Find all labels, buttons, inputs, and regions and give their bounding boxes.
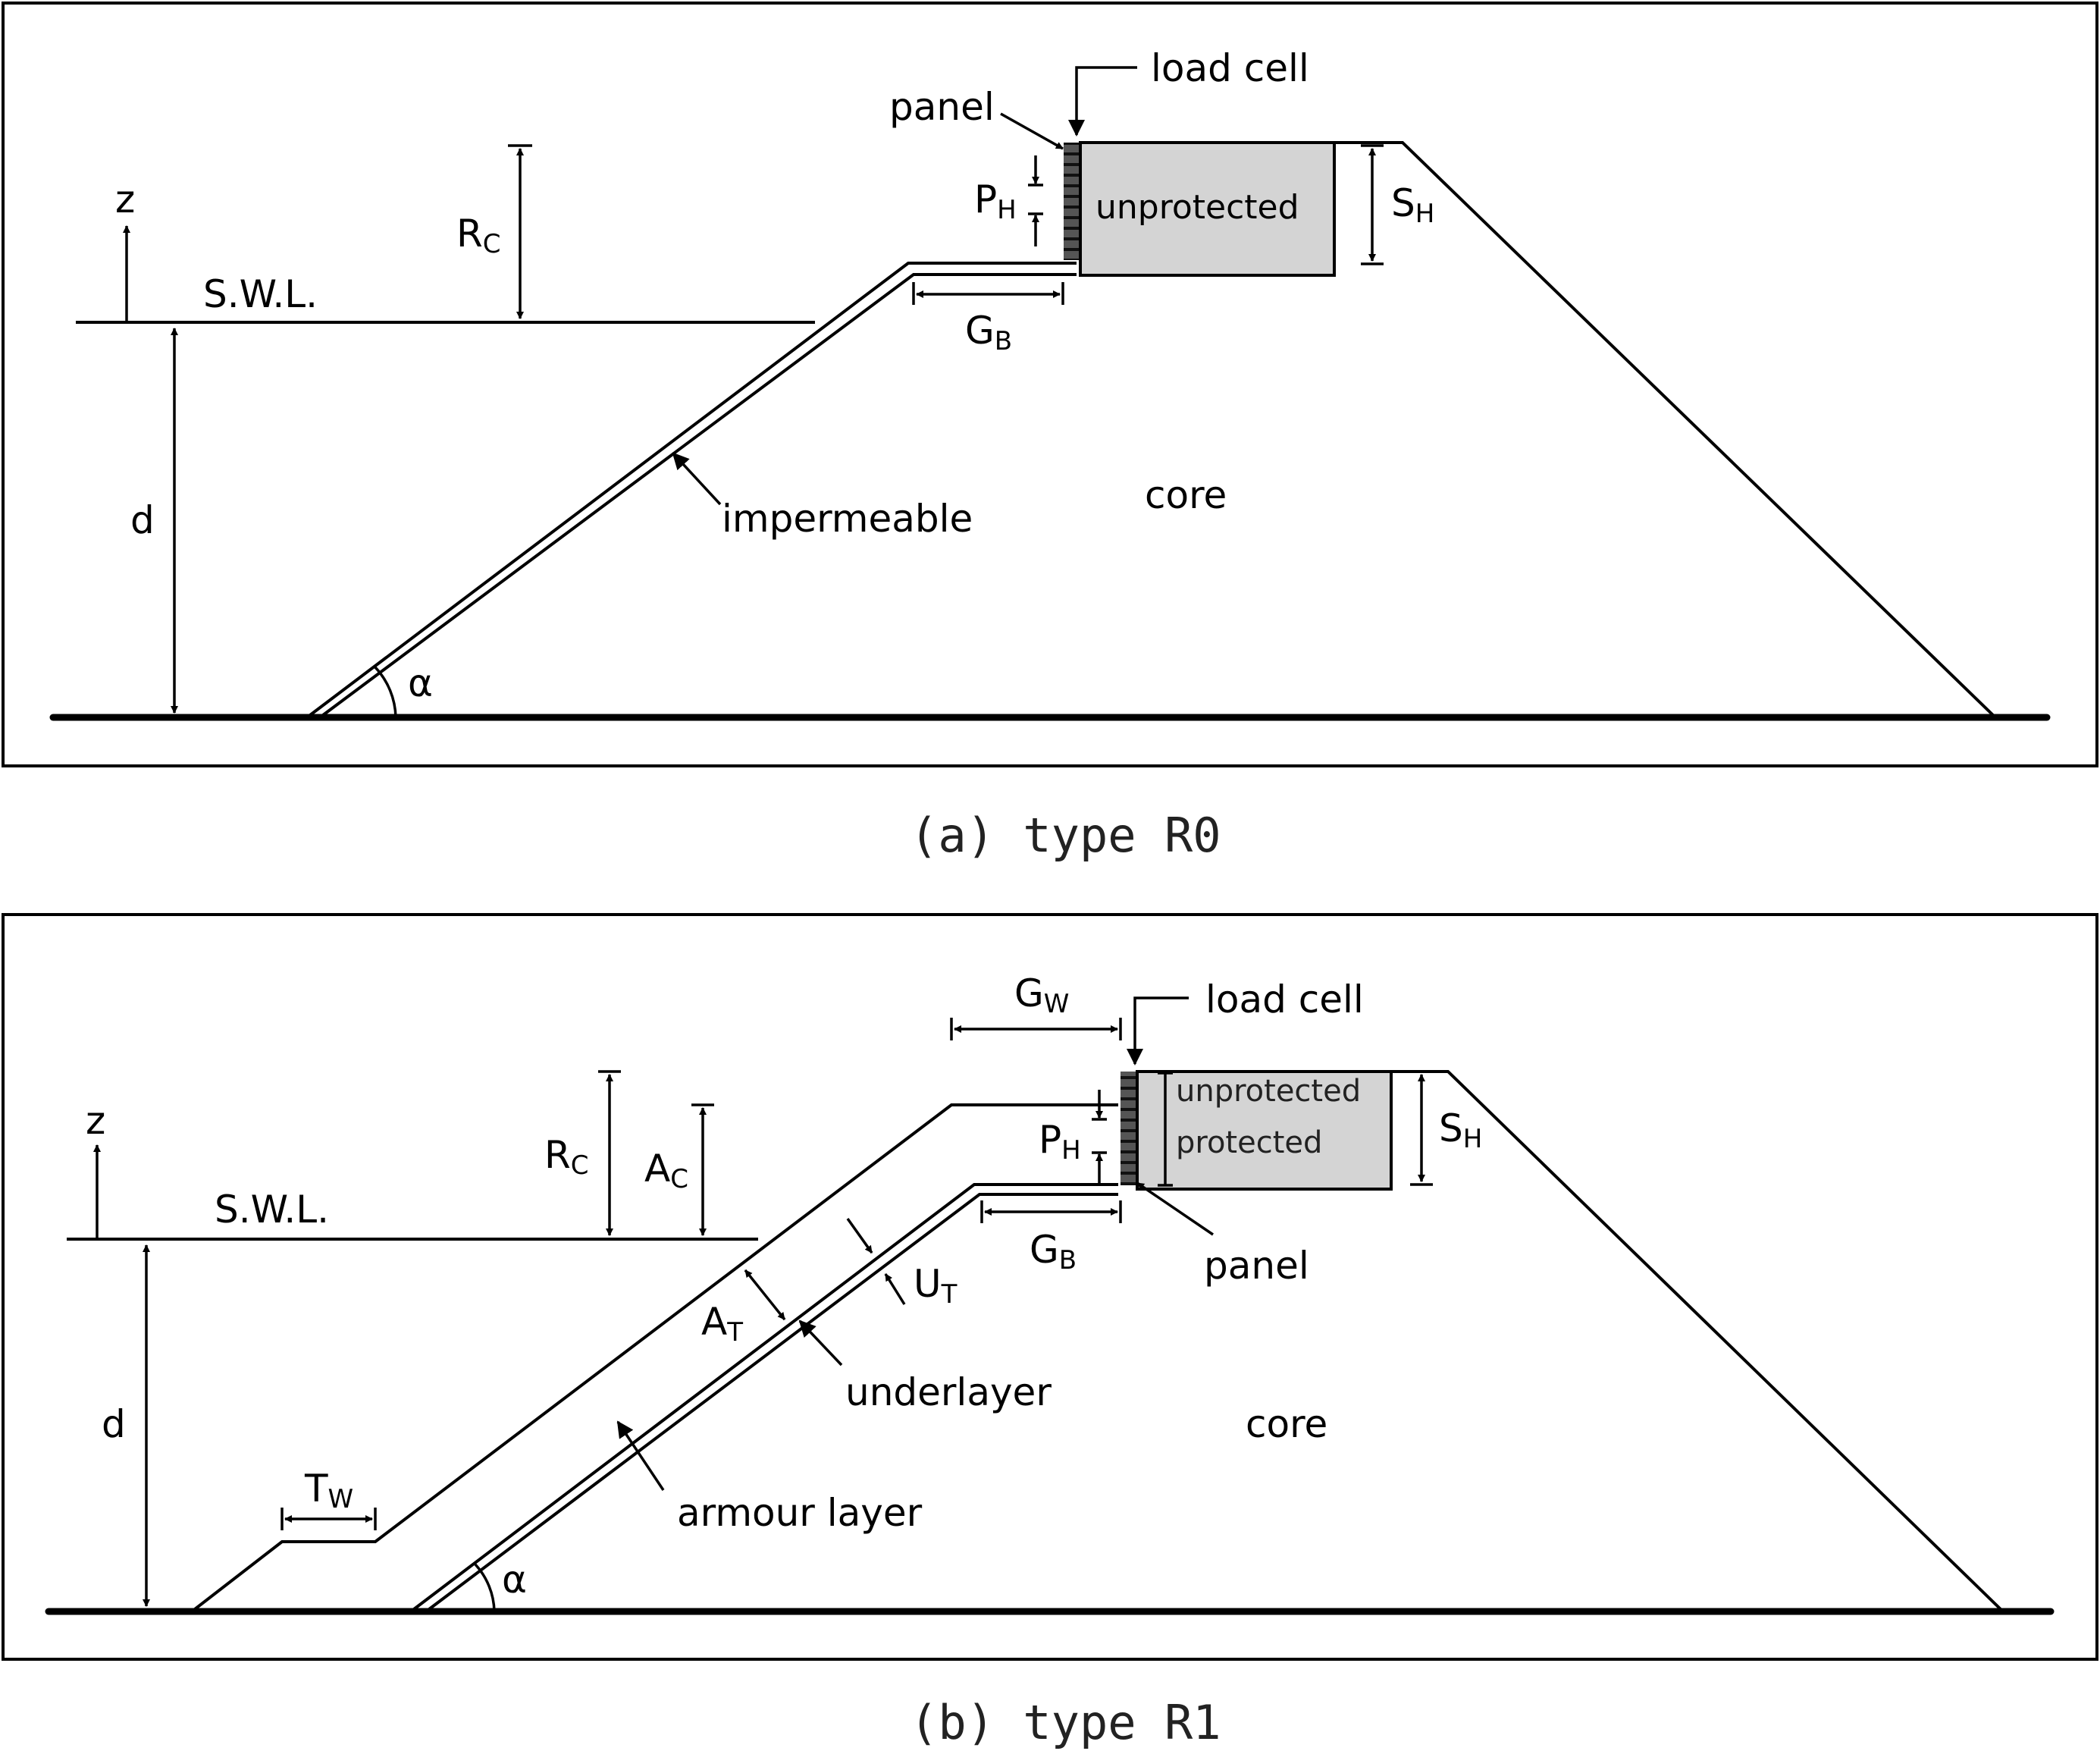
load-cell-label: load cell <box>1151 46 1309 90</box>
impermeable-label: impermeable <box>722 497 973 541</box>
panel-label: panel <box>1204 1244 1309 1288</box>
caption-b: (b) type R1 <box>910 1695 1221 1750</box>
panel-pointer <box>1136 1181 1214 1236</box>
alpha-arc <box>474 1563 496 1612</box>
alpha-arc <box>374 666 397 718</box>
impermeable-pointer <box>672 452 722 506</box>
d-label: d <box>130 498 155 542</box>
armour-outer-line <box>190 1103 1118 1613</box>
rc-label: RC <box>456 212 501 259</box>
ac-label: AC <box>644 1147 688 1194</box>
at-label: AT <box>701 1300 743 1348</box>
unprotected-label: unprotected <box>1176 1074 1361 1109</box>
armour-layer-label: armour layer <box>677 1491 923 1535</box>
z-label: z <box>115 177 135 221</box>
core-boundary-line <box>425 1193 1118 1613</box>
sh-label: SH <box>1439 1106 1482 1154</box>
protected-label: protected <box>1176 1125 1322 1160</box>
crown-wall <box>1079 141 1336 277</box>
alpha-label: α <box>408 661 433 705</box>
at-dimension <box>744 1269 786 1321</box>
gb-label: GB <box>1030 1228 1077 1276</box>
panel-label: panel <box>889 85 995 129</box>
panel-pointer <box>1000 112 1064 150</box>
z-label: z <box>86 1099 105 1143</box>
alpha-label: α <box>502 1558 527 1602</box>
crown-wall <box>1136 1070 1393 1191</box>
panel-a: unprotected S.W.L. z d RC PH SH GB load <box>2 2 2098 767</box>
ut-arrow-inner <box>884 1273 906 1305</box>
impermeable-layer-line <box>318 273 1077 719</box>
breakwater-lee-slope <box>1334 141 1997 719</box>
underlayer-line <box>409 1183 1118 1613</box>
gw-label: GW <box>1014 971 1069 1019</box>
ph-label: PH <box>974 177 1017 225</box>
swl-label: S.W.L. <box>215 1188 329 1232</box>
underlayer-label: underlayer <box>845 1370 1052 1414</box>
pressure-panel <box>1121 1072 1136 1185</box>
pressure-panel <box>1064 143 1079 260</box>
caption-a: (a) type R0 <box>910 808 1221 863</box>
tw-label: TW <box>304 1467 353 1514</box>
load-cell-pointer <box>1068 66 1137 137</box>
core-label: core <box>1246 1402 1327 1446</box>
load-cell-label: load cell <box>1205 977 1364 1021</box>
ut-arrow-outer <box>846 1217 873 1254</box>
swl-label: S.W.L. <box>203 272 318 316</box>
load-cell-pointer <box>1127 996 1189 1065</box>
armour-layer-pointer <box>616 1420 665 1491</box>
core-label: core <box>1145 473 1227 517</box>
ut-label: UT <box>914 1262 958 1310</box>
rc-label: RC <box>544 1133 589 1181</box>
sh-label: SH <box>1391 181 1434 229</box>
d-label: d <box>102 1402 126 1446</box>
ph-label: PH <box>1039 1118 1081 1166</box>
panel-b-frame <box>2 913 2098 1661</box>
breakwater-lee-slope <box>1391 1070 2004 1613</box>
panel-a-frame <box>2 2 2098 767</box>
underlayer-pointer <box>798 1320 843 1367</box>
unprotected-label: unprotected <box>1095 188 1299 227</box>
gb-label: GB <box>965 309 1012 356</box>
panel-b: unprotected protected S.W.L. z d RC AC G… <box>2 913 2098 1661</box>
breakwater-seaward-slope <box>306 262 1077 719</box>
